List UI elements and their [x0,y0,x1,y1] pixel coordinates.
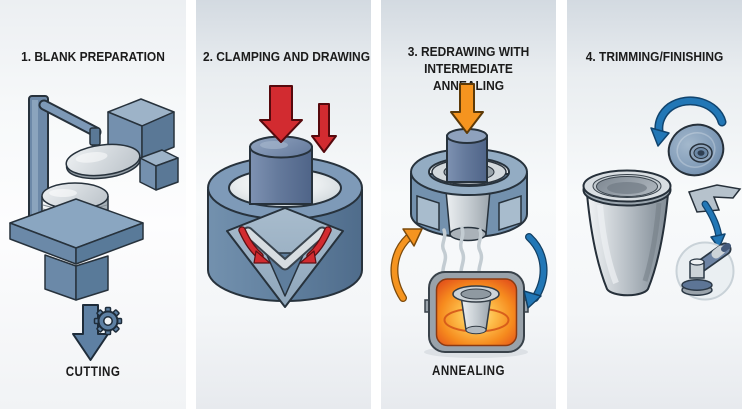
blanking-machine-illustration [9,95,179,361]
step-3-caption: ANNEALING [432,363,505,378]
gear-icon [93,306,123,336]
trim-falloff-arrow-icon [701,200,726,249]
trimming-finishing-illustration [582,96,742,301]
step-4-title: 4. TRIMMING/FINISHING [585,48,724,64]
annealing-furnace [424,271,529,358]
step-1-caption: CUTTING [65,364,121,379]
feeder-arm [28,95,102,233]
polisher-inset-badge [675,241,735,301]
material-flow-arrow-icon [238,226,332,264]
to-anneal-cycle-arrow-icon [523,233,548,309]
cutting-arrow-icon [72,304,109,361]
trimming-disc [667,123,725,177]
holder-bracket [687,184,742,213]
redraw-press-arrow-icon [450,83,484,134]
redraw-punch [446,128,488,183]
panel-redrawing-annealing: 3. REDRAWING WITH INTERMEDIATE ANNEALING [381,0,556,409]
sheet-blank-disc [65,143,141,180]
panel-trimming-finishing: 4. TRIMMING/FINISHING [567,0,742,409]
disc-rotation-arrow-icon [650,96,727,147]
punch [249,135,313,205]
step-2-title: 2. CLAMPING AND DRAWING [203,48,371,64]
to-redraw-cycle-arrow-icon [390,228,423,302]
drawing-die-illustration [207,85,364,308]
panel-blank-preparation: 1. BLANK PREPARATION [0,0,186,409]
redraw-and-anneal-illustration [390,83,548,358]
panel-clamping-and-drawing: 2. CLAMPING AND DRAWING [196,0,371,409]
step-1-title: 1. BLANK PREPARATION [21,48,165,64]
blankholder-arrow-icon [311,103,337,153]
die-cutaway-section [226,207,344,308]
polishing-tool [681,242,732,296]
machine-pedestal [9,198,144,301]
drawn-cup [582,169,672,297]
step-3-title: 3. REDRAWING WITH INTERMEDIATE ANNEALING [407,43,530,93]
press-arrow-icon [259,85,303,143]
